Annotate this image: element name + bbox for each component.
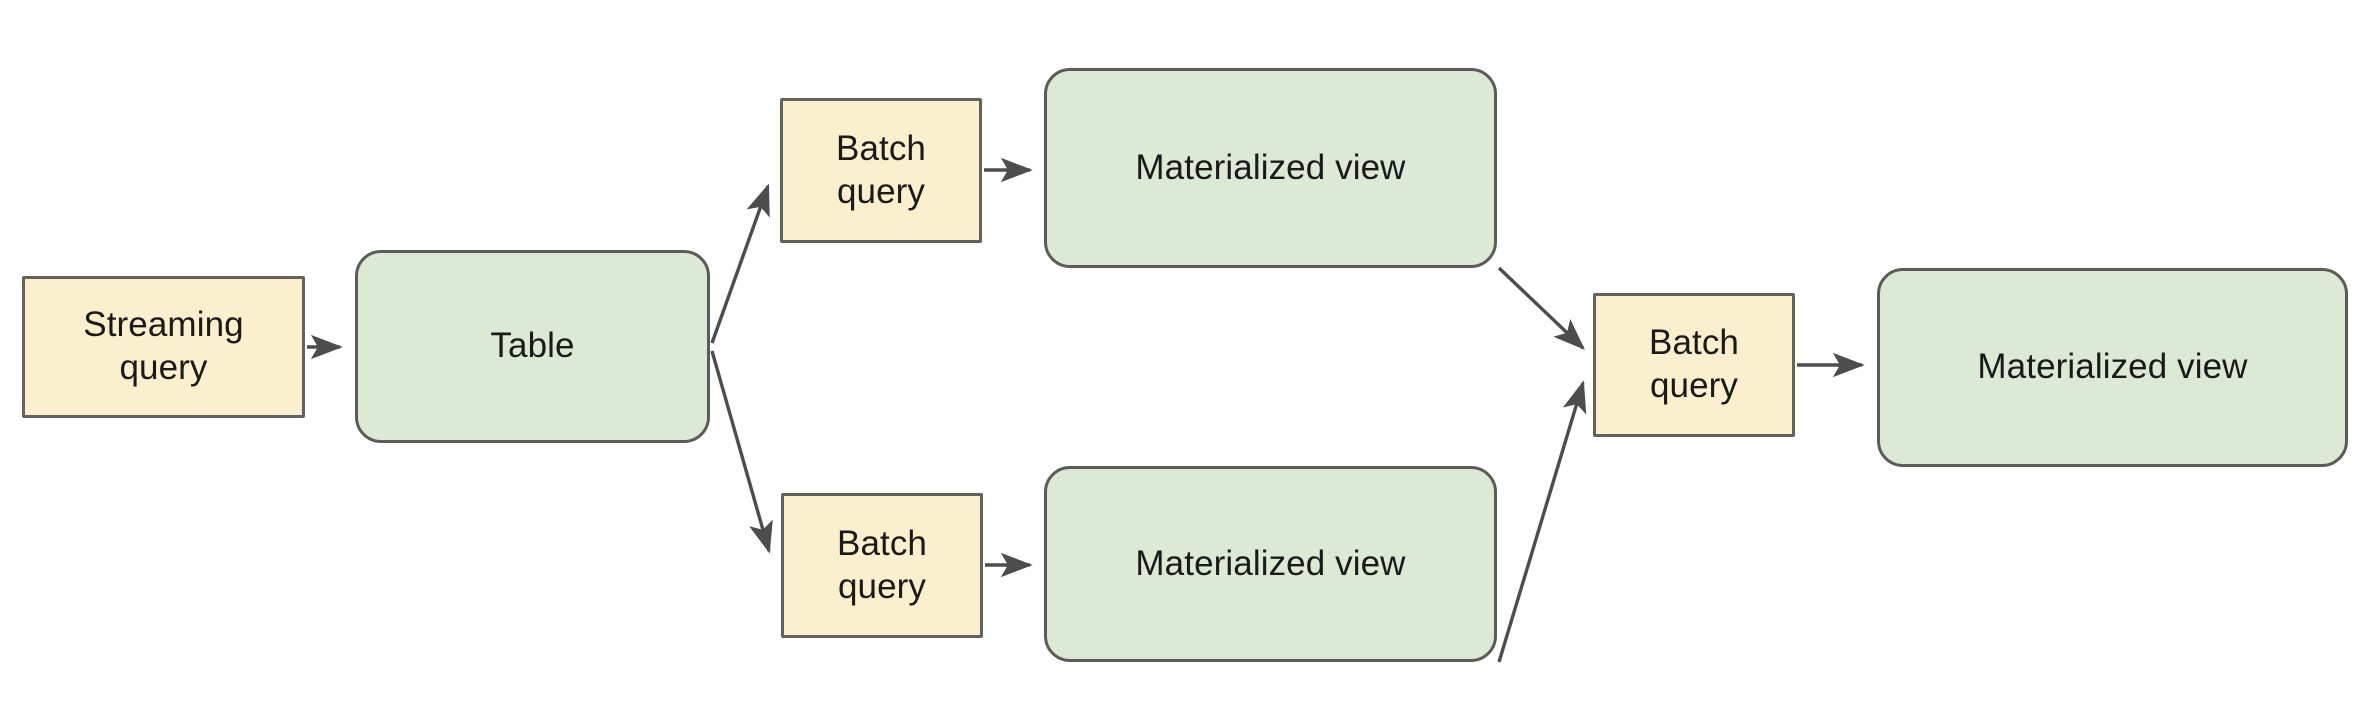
- node-label-materialized-view-top: Materialized view: [1135, 147, 1406, 187]
- node-label-batch-query-bottom: Batch query: [837, 523, 927, 606]
- node-table[interactable]: Table: [355, 250, 710, 443]
- node-streaming-query[interactable]: Streaming query: [22, 276, 305, 418]
- node-label-materialized-view-bottom: Materialized view: [1135, 543, 1406, 583]
- node-materialized-view-bottom[interactable]: Materialized view: [1044, 466, 1497, 662]
- node-label-table: Table: [490, 326, 575, 366]
- node-label-batch-query-right: Batch query: [1649, 323, 1739, 405]
- edge-table-to-batch-top: [710, 183, 770, 344]
- edge-mv-bottom-to-batch-right: [1497, 380, 1587, 663]
- edge-mv-top-to-batch-right: [1497, 266, 1585, 350]
- node-materialized-view-top[interactable]: Materialized view: [1044, 68, 1497, 268]
- edge-table-to-batch-bottom: [710, 350, 773, 554]
- node-materialized-view-right[interactable]: Materialized view: [1877, 268, 2348, 467]
- node-batch-query-top[interactable]: Batch query: [780, 98, 982, 243]
- node-batch-query-right[interactable]: Batch query: [1593, 293, 1795, 437]
- node-label-streaming-query: Streaming query: [83, 305, 244, 387]
- node-label-materialized-view-right: Materialized view: [1977, 347, 2248, 387]
- node-batch-query-bottom[interactable]: Batch query: [781, 493, 983, 638]
- node-label-batch-query-top: Batch query: [836, 128, 926, 211]
